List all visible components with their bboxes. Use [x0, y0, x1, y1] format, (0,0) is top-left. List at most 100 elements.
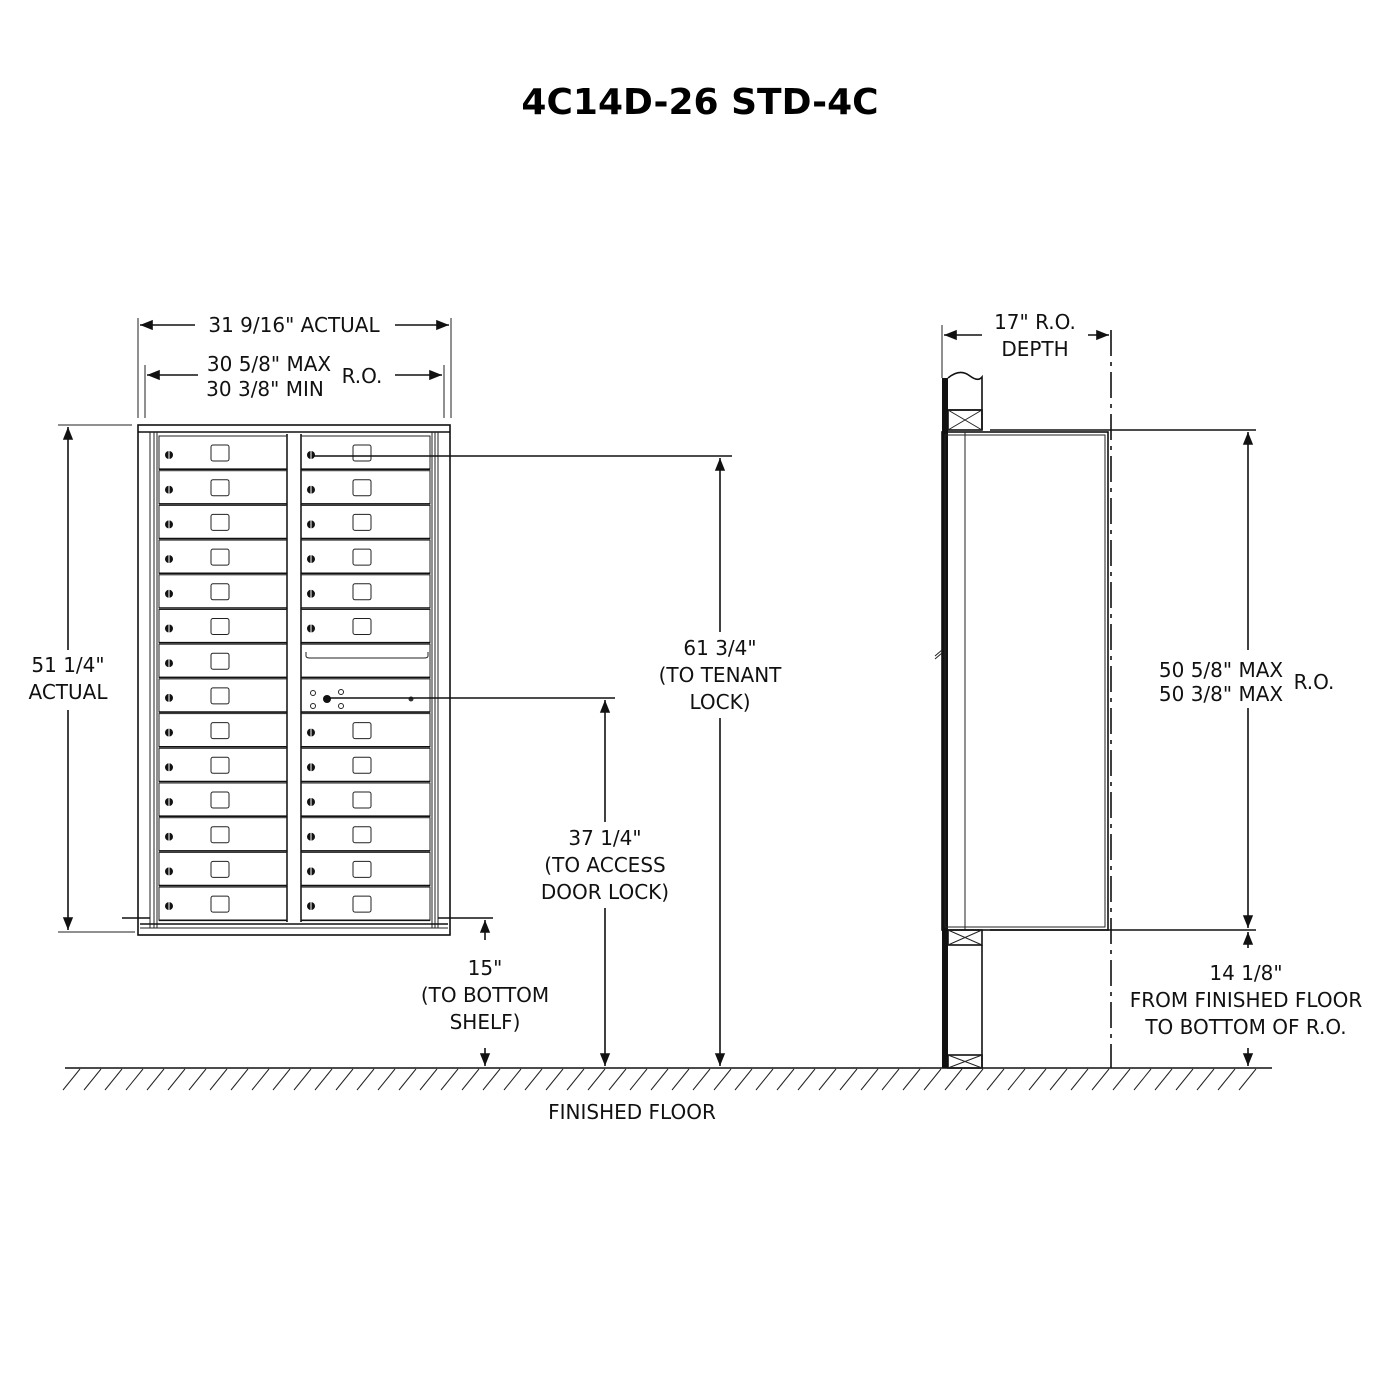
tenant-door[interactable]	[300, 713, 431, 748]
floor-hatch	[545, 1068, 564, 1091]
name-card-slot	[210, 687, 230, 705]
floor-hatch	[356, 1068, 375, 1091]
tenant-lock-icon	[307, 518, 315, 531]
name-card-slot	[352, 618, 372, 635]
tenant-lock-icon	[307, 622, 315, 635]
tenant-door[interactable]	[158, 817, 288, 852]
floor-hatch	[377, 1068, 396, 1091]
floor-hatch	[965, 1068, 984, 1091]
floor-to-ro-value: 14 1/8"	[1209, 961, 1282, 985]
name-card-slot	[352, 826, 372, 844]
tenant-door[interactable]	[158, 643, 288, 679]
floor-hatch	[188, 1068, 207, 1091]
height-actual-label: ACTUAL	[29, 680, 109, 704]
name-card-slot	[210, 479, 230, 497]
floor-hatch	[608, 1068, 627, 1091]
tenant-door[interactable]	[158, 539, 288, 575]
name-card-slot	[352, 756, 372, 774]
tenant-door[interactable]	[300, 504, 431, 540]
tenant-lock-icon	[165, 900, 173, 913]
name-card-slot	[352, 722, 372, 740]
tenant-door[interactable]	[158, 886, 288, 922]
tenant-lock-icon	[307, 830, 315, 843]
tenant-door[interactable]	[158, 851, 288, 887]
name-card-slot	[210, 618, 230, 635]
height-actual-dimension: 51 1/4" ACTUAL	[29, 424, 135, 933]
depth-label: DEPTH	[1001, 337, 1068, 361]
floor-to-ro-label: FROM FINISHED FLOOR	[1130, 988, 1363, 1012]
tenant-door[interactable]	[300, 435, 431, 471]
tenant-lock-label: LOCK)	[689, 690, 750, 714]
floor-hatch	[230, 1068, 249, 1091]
floor-hatch	[1133, 1068, 1152, 1091]
floor-hatch	[482, 1068, 501, 1091]
floor-hatch	[587, 1068, 606, 1091]
ro-label: R.O.	[342, 364, 383, 388]
tenant-door[interactable]	[158, 435, 288, 471]
ro-label: R.O.	[1294, 670, 1335, 694]
tenant-lock-icon	[165, 726, 173, 739]
floor-hatch	[503, 1068, 522, 1091]
floor-hatch	[272, 1068, 291, 1091]
tenant-door[interactable]	[300, 539, 431, 575]
tenant-door[interactable]	[300, 886, 431, 922]
name-card-slot	[352, 895, 372, 913]
floor-hatch	[83, 1068, 102, 1091]
name-card-slot	[210, 860, 230, 878]
floor-hatch	[146, 1068, 165, 1091]
floor-hatch	[1007, 1068, 1026, 1091]
tenant-door[interactable]	[300, 747, 431, 783]
floor-hatch	[923, 1068, 942, 1091]
floor-hatch	[818, 1068, 837, 1091]
tenant-door[interactable]	[300, 782, 431, 818]
tenant-door[interactable]	[300, 817, 431, 852]
tenant-lock-icon	[165, 518, 173, 531]
tenant-lock-icon	[165, 449, 173, 461]
tenant-door[interactable]	[158, 504, 288, 540]
floor-hatch	[1196, 1068, 1215, 1091]
rough-opening-width-dimension: 30 5/8" MAX 30 3/8" MIN R.O.	[144, 352, 445, 418]
tenant-lock-icon	[307, 761, 315, 774]
name-card-slot	[210, 791, 230, 809]
tenant-lock-icon	[165, 865, 173, 878]
tenant-door[interactable]	[158, 678, 288, 713]
tenant-door[interactable]	[158, 574, 288, 609]
ro-height-max-label: 50 5/8" MAX	[1159, 658, 1283, 682]
floor-hatch	[776, 1068, 795, 1091]
width-actual-label: 31 9/16" ACTUAL	[208, 313, 380, 337]
access-lock-value: 37 1/4"	[568, 826, 641, 850]
floor-hatch	[314, 1068, 333, 1091]
tenant-door[interactable]	[158, 782, 288, 818]
depth-dimension: 17" R.O. DEPTH	[941, 310, 1109, 378]
floor-hatch	[755, 1068, 774, 1091]
ro-min-label: 30 3/8" MIN	[206, 377, 324, 401]
height-actual-value: 51 1/4"	[31, 653, 104, 677]
tenant-door[interactable]	[158, 609, 288, 644]
tenant-door[interactable]	[158, 713, 288, 748]
bottom-shelf-label: SHELF)	[450, 1010, 521, 1034]
tenant-door[interactable]	[300, 470, 431, 505]
stud-block-icon	[947, 929, 983, 946]
tenant-door[interactable]	[158, 747, 288, 783]
tenant-lock-icon	[165, 761, 173, 774]
floor-hatch	[209, 1068, 228, 1091]
parcel-compartment	[305, 652, 429, 659]
name-card-slot	[352, 513, 372, 531]
floor-hatch	[650, 1068, 669, 1091]
side-view: 17" R.O. DEPTH 50 5/8" MAX 50 3/8" MAX R…	[934, 310, 1363, 1069]
access-door-lock-panel	[310, 689, 414, 709]
floor-to-ro-label: TO BOTTOM OF R.O.	[1144, 1015, 1346, 1039]
tenant-door[interactable]	[300, 851, 431, 887]
floor-hatch	[1091, 1068, 1110, 1091]
name-card-slot	[210, 895, 230, 913]
front-view: 31 9/16" ACTUAL 30 5/8" MAX 30 3/8" MIN …	[29, 313, 782, 1066]
tenant-door[interactable]	[300, 609, 431, 644]
floor-hatch	[629, 1068, 648, 1091]
access-lock-dimension: 37 1/4" (TO ACCESS DOOR LOCK)	[330, 697, 669, 1066]
tenant-door[interactable]	[158, 470, 288, 505]
tenant-lock-icon	[307, 726, 315, 739]
bottom-shelf-value: 15"	[468, 956, 503, 980]
ro-height-min-label: 50 3/8" MAX	[1159, 682, 1283, 706]
tenant-lock-icon	[165, 657, 173, 670]
tenant-door[interactable]	[300, 574, 431, 609]
